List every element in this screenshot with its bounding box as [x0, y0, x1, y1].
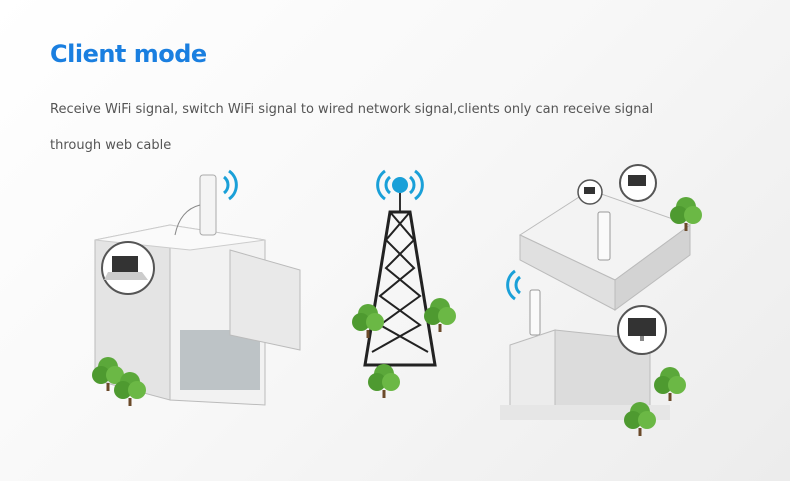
- signal-tower-icon: [363, 169, 437, 367]
- description: Receive WiFi signal, switch WiFi signal …: [50, 102, 654, 153]
- building-icon: [94, 224, 301, 406]
- laptop-icon: [101, 241, 155, 295]
- wifi-signal-icon: [222, 169, 238, 201]
- page-title: Client mode: [50, 40, 207, 68]
- desktop-monitor-icon: [617, 305, 667, 355]
- house-icon: [518, 189, 692, 311]
- laptop-icon: [577, 164, 657, 205]
- cpe-antenna-icon: [174, 174, 217, 236]
- wifi-signal-icon: [506, 269, 522, 301]
